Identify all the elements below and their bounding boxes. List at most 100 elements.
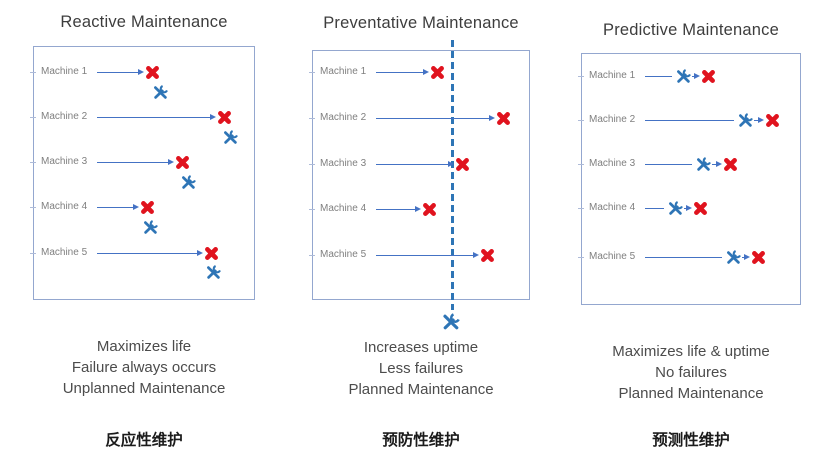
timeline-line [645, 208, 664, 209]
failure-icon [455, 157, 470, 172]
panel-box [312, 50, 530, 300]
panel-chinese-label: 反应性维护 [105, 432, 183, 449]
description-line: Failure always occurs [71, 359, 217, 376]
machine-label: Machine 1 [41, 65, 88, 77]
timeline-line [97, 207, 133, 208]
row-tick [30, 253, 36, 254]
timeline-line [742, 257, 744, 258]
maintenance-tools-icon [142, 219, 159, 236]
timeline-line [684, 208, 686, 209]
failure-icon [204, 246, 219, 261]
timeline-line [376, 164, 448, 165]
timeline-line [376, 255, 473, 256]
panel-title: Preventative Maintenance [323, 14, 519, 32]
description-line: Unplanned Maintenance [62, 380, 226, 397]
machine-label: Machine 2 [320, 111, 367, 123]
description-line: Maximizes life & uptime [612, 343, 770, 360]
timeline-line [376, 209, 415, 210]
description-line: Increases uptime [363, 339, 479, 356]
timeline-line [645, 120, 734, 121]
arrowhead-icon [197, 249, 203, 256]
timeline-line [754, 120, 758, 121]
machine-label: Machine 3 [589, 157, 636, 169]
failure-icon [480, 248, 495, 263]
arrowhead-icon [744, 253, 750, 260]
panel-box [33, 46, 255, 300]
timeline-line [97, 117, 210, 118]
maintenance-tools-icon [205, 264, 222, 281]
maintenance-tools-icon [675, 68, 692, 85]
row-tick [30, 72, 36, 73]
machine-label: Machine 4 [320, 202, 367, 214]
arrowhead-icon [423, 68, 429, 75]
machine-label: Machine 3 [41, 155, 88, 167]
arrowhead-icon [489, 114, 495, 121]
arrowhead-icon [473, 251, 479, 258]
machine-label: Machine 2 [41, 110, 88, 122]
timeline-line [97, 72, 138, 73]
timeline-line [645, 76, 672, 77]
arrowhead-icon [448, 160, 454, 167]
failure-icon [175, 155, 190, 170]
row-tick [30, 117, 36, 118]
row-tick [578, 257, 584, 258]
machine-label: Machine 2 [589, 113, 636, 125]
row-tick [578, 76, 584, 77]
maintenance-tools-icon [152, 84, 169, 101]
arrowhead-icon [694, 72, 700, 79]
machine-label: Machine 5 [320, 248, 367, 260]
timeline-line [97, 162, 168, 163]
failure-icon [701, 69, 716, 84]
arrowhead-icon [210, 113, 216, 120]
machine-label: Machine 1 [320, 65, 367, 77]
machine-label: Machine 3 [320, 157, 367, 169]
maintenance-tools-icon [695, 156, 712, 173]
failure-icon [140, 200, 155, 215]
arrowhead-icon [716, 160, 722, 167]
failure-icon [145, 65, 160, 80]
row-tick [309, 209, 315, 210]
panel-chinese-label: 预测性维护 [652, 432, 730, 449]
row-tick [578, 208, 584, 209]
row-tick [30, 207, 36, 208]
timeline-line [692, 76, 694, 77]
maintenance-tools-icon [180, 174, 197, 191]
timeline-line [97, 253, 197, 254]
maintenance-tools-icon [737, 112, 754, 129]
maintenance-tools-icon [441, 312, 461, 332]
machine-label: Machine 4 [41, 200, 88, 212]
description-line: Planned Maintenance [618, 385, 764, 402]
row-tick [578, 164, 584, 165]
failure-icon [422, 202, 437, 217]
panel-title: Reactive Maintenance [60, 13, 228, 31]
timeline-line [645, 257, 722, 258]
failure-icon [723, 157, 738, 172]
machine-label: Machine 5 [589, 250, 636, 262]
timeline-line [712, 164, 716, 165]
panel-box [581, 53, 801, 305]
panel-title: Predictive Maintenance [603, 21, 779, 39]
maintenance-tools-icon [725, 249, 742, 266]
description-line: No failures [655, 364, 727, 381]
failure-icon [765, 113, 780, 128]
row-tick [309, 255, 315, 256]
maintenance-tools-icon [667, 200, 684, 217]
row-tick [309, 164, 315, 165]
failure-icon [693, 201, 708, 216]
failure-icon [430, 65, 445, 80]
arrowhead-icon [686, 204, 692, 211]
failure-icon [751, 250, 766, 265]
description-line: Planned Maintenance [348, 381, 494, 398]
row-tick [578, 120, 584, 121]
arrowhead-icon [758, 116, 764, 123]
failure-icon [496, 111, 511, 126]
arrowhead-icon [133, 203, 139, 210]
row-tick [30, 162, 36, 163]
description-line: Less failures [378, 360, 464, 377]
arrowhead-icon [415, 205, 421, 212]
description-line: Maximizes life [96, 338, 192, 355]
